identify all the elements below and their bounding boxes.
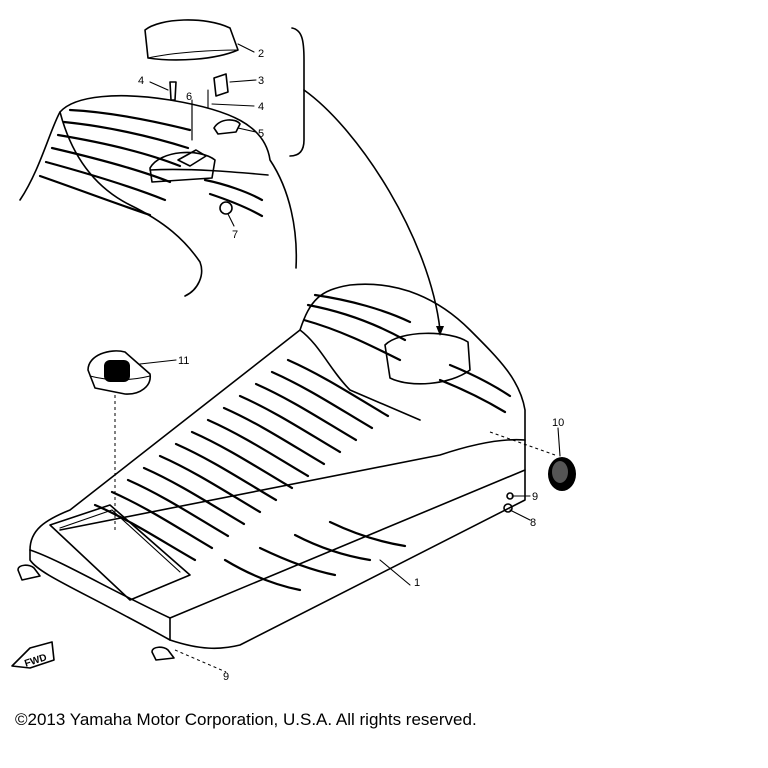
callout-11: 11: [178, 355, 189, 367]
callout-4b: 4: [258, 101, 264, 113]
fwd-label: FWD: [23, 652, 48, 670]
callout-4a: 4: [138, 75, 144, 87]
storage-bag-part: [87, 350, 177, 395]
callout-8: 8: [530, 517, 536, 529]
callout-9b: 9: [223, 671, 229, 683]
copyright-notice: ©2013 Yamaha Motor Corporation, U.S.A. A…: [15, 710, 477, 729]
callout-1: 1: [414, 577, 420, 589]
callout-5: 5: [258, 128, 264, 140]
fwd-arrow-icon: FWD: [11, 641, 55, 670]
callout-9a: 9: [532, 491, 538, 503]
main-seat: [17, 283, 556, 673]
callout-6: 6: [186, 91, 192, 103]
callout-3: 3: [258, 75, 264, 87]
callout-2: 2: [258, 48, 264, 60]
callout-7: 7: [232, 229, 238, 241]
seat-parts-diagram: FWD 1 2 3 4 4 5 6 7 8 9 9 10 11: [11, 19, 576, 683]
emblem-part: [548, 427, 576, 491]
callout-10: 10: [552, 417, 564, 429]
detail-inset: [19, 19, 444, 336]
